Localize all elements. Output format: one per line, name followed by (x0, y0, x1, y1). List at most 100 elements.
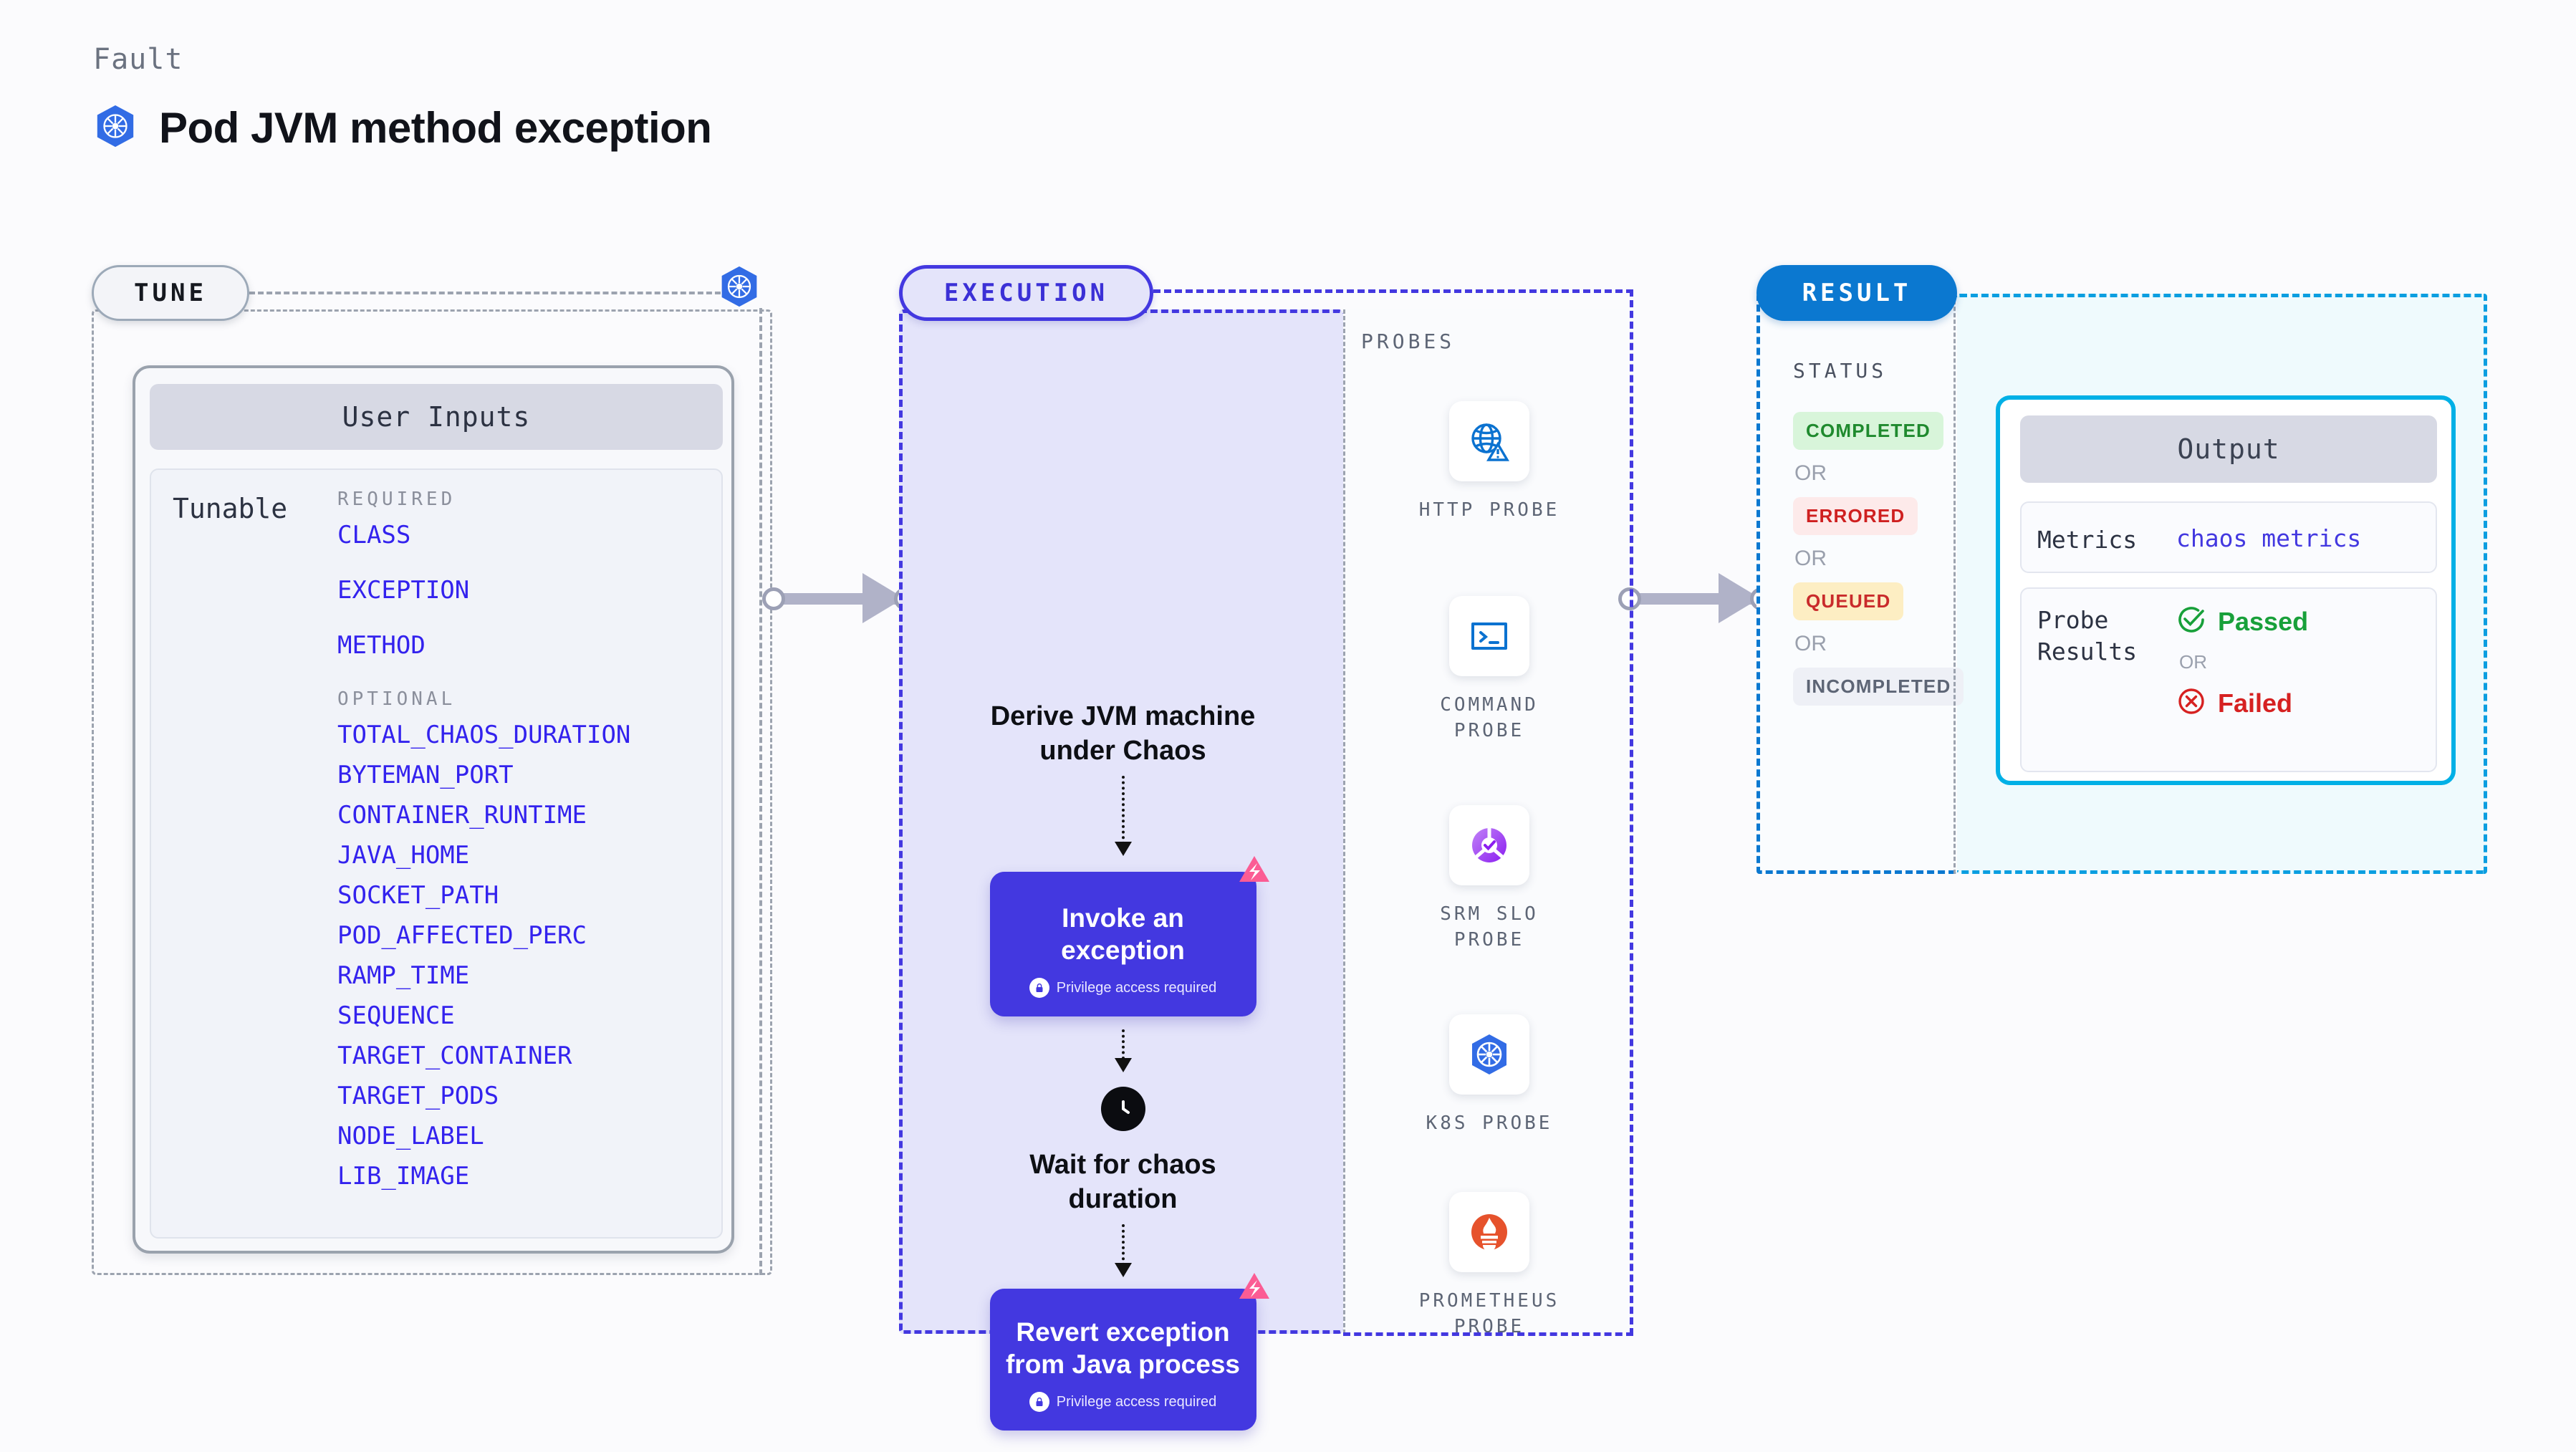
probe-label-line-1: SRM SLO (1440, 903, 1539, 925)
status-badge-incompleted: INCOMPLETED (1793, 668, 1964, 706)
flow-connector-dotted (1121, 776, 1125, 845)
execution-right-dashed-border (1630, 289, 1633, 1335)
param-container-runtime[interactable]: CONTAINER_RUNTIME (337, 801, 587, 830)
privilege-note: Privilege access required (990, 978, 1256, 999)
probe-label: HTTP PROBE (1371, 497, 1607, 523)
or-separator: OR (1794, 461, 1827, 485)
chaos-badge-icon (1236, 853, 1272, 893)
param-sequence[interactable]: SEQUENCE (337, 1001, 455, 1030)
privilege-note: Privilege access required (990, 1392, 1256, 1413)
terminal-icon (1449, 596, 1529, 676)
clock-icon (1100, 1087, 1145, 1131)
x-circle-icon (2176, 686, 2206, 720)
param-byteman-port[interactable]: BYTEMAN_PORT (337, 761, 514, 789)
metrics-value-link[interactable]: chaos metrics (2176, 524, 2362, 552)
metrics-key: Metrics (2037, 526, 2138, 554)
probe-prometheus[interactable]: PROMETHEUS PROBE (1371, 1192, 1607, 1340)
probe-label-line-1: PROMETHEUS (1418, 1290, 1560, 1312)
page-title-row: Pod JVM method exception (93, 103, 712, 153)
verdict-passed: Passed (2176, 605, 2308, 638)
probe-results-key-line-1: Probe (2037, 606, 2109, 634)
execution-panel: Derive JVM machine under Chaos Invoke an… (899, 309, 1343, 1431)
param-exception[interactable]: EXCEPTION (337, 576, 470, 605)
execution-top-dashed-border (1153, 289, 1633, 293)
output-card-title: Output (2020, 415, 2437, 483)
probe-label-line-1: K8S PROBE (1426, 1112, 1553, 1134)
execution-step-wait-for-chaos: Wait for chaos duration (903, 1148, 1343, 1216)
flow-connector-dotted (1121, 1224, 1125, 1266)
probe-label: PROMETHEUS PROBE (1371, 1288, 1607, 1340)
result-right-dashed-border (1953, 294, 1956, 874)
probe-label-line-1: COMMAND (1440, 694, 1539, 716)
param-total-chaos-duration[interactable]: TOTAL_CHAOS_DURATION (337, 721, 631, 749)
tune-right-dashed-border (759, 308, 762, 1275)
output-card: Output Metrics chaos metrics Probe Resul… (1996, 395, 2456, 785)
probes-panel: PROBES HTTP PROBE COMMA (1343, 309, 1633, 1337)
flow-arrow-right-icon (762, 573, 917, 623)
param-target-container[interactable]: TARGET_CONTAINER (337, 1042, 572, 1070)
kubernetes-icon (1449, 1014, 1529, 1095)
flow-connector-dotted (1121, 1029, 1125, 1059)
result-badge-label: RESULT (1802, 279, 1912, 307)
tune-top-dashed-connector (249, 292, 729, 294)
fault-eyebrow-label: Fault (93, 43, 183, 76)
chaos-badge-icon (1236, 1270, 1272, 1309)
step-line-2: duration (1068, 1183, 1178, 1214)
execution-bottom-dashed-border (1343, 1332, 1633, 1336)
flow-arrow-head-down (1114, 1058, 1132, 1072)
execution-step-invoke-exception[interactable]: Invoke an exception Privilege access req… (989, 856, 1269, 1017)
param-class[interactable]: CLASS (337, 521, 411, 549)
or-separator: OR (1794, 632, 1827, 655)
page-header: Fault Pod JVM method exception (93, 43, 712, 153)
tune-badge[interactable]: TUNE (92, 265, 249, 321)
step-title: Invoke an exception (1061, 903, 1185, 966)
privilege-note-text: Privilege access required (1056, 1393, 1217, 1410)
output-row-metrics: Metrics chaos metrics (2020, 501, 2437, 573)
param-java-home[interactable]: JAVA_HOME (337, 841, 470, 870)
param-node-label[interactable]: NODE_LABEL (337, 1122, 484, 1150)
required-group-label: REQUIRED (337, 489, 456, 510)
probes-title: PROBES (1361, 330, 1456, 353)
probe-label-line-1: HTTP PROBE (1418, 499, 1560, 521)
arrow-start-dot (762, 587, 785, 610)
result-badge[interactable]: RESULT (1756, 265, 1957, 321)
probe-label: SRM SLO PROBE (1371, 901, 1607, 953)
step-title-line-2: from Java process (1005, 1350, 1240, 1380)
probe-verdict-list: Passed OR Failed (2176, 605, 2308, 720)
lock-icon (1029, 1392, 1049, 1413)
probe-label-line-2: PROBE (1453, 720, 1525, 742)
status-label: STATUS (1793, 359, 1888, 383)
param-pod-affected-perc[interactable]: POD_AFFECTED_PERC (337, 921, 587, 950)
tunable-parameter-list: REQUIRED CLASS EXCEPTION METHOD OPTIONAL… (337, 489, 710, 1204)
probe-http[interactable]: HTTP PROBE (1371, 401, 1607, 523)
step-line-1: Derive JVM machine (990, 701, 1256, 731)
probe-label: COMMAND PROBE (1371, 692, 1607, 744)
probe-k8s[interactable]: K8S PROBE (1371, 1014, 1607, 1136)
verdict-failed: Failed (2176, 686, 2308, 720)
user-inputs-title: User Inputs (150, 384, 723, 450)
execution-step-derive-jvm: Derive JVM machine under Chaos (903, 700, 1343, 768)
tune-badge-label: TUNE (134, 279, 207, 307)
optional-group-label: OPTIONAL (337, 688, 456, 710)
step-line-2: under Chaos (1039, 735, 1206, 766)
or-separator: OR (2179, 651, 2207, 673)
page-title: Pod JVM method exception (159, 104, 712, 152)
flow-arrow-head-down (1114, 1263, 1132, 1277)
verdict-label: Passed (2218, 606, 2309, 636)
prometheus-icon (1449, 1192, 1529, 1272)
execution-badge[interactable]: EXECUTION (899, 265, 1153, 321)
lock-icon (1029, 978, 1049, 999)
probe-command[interactable]: COMMAND PROBE (1371, 596, 1607, 744)
param-socket-path[interactable]: SOCKET_PATH (337, 881, 499, 910)
probe-srm-slo[interactable]: SRM SLO PROBE (1371, 805, 1607, 953)
param-target-pods[interactable]: TARGET_PODS (337, 1082, 499, 1110)
param-lib-image[interactable]: LIB_IMAGE (337, 1162, 470, 1191)
param-ramp-time[interactable]: RAMP_TIME (337, 961, 470, 990)
probe-label-line-2: PROBE (1453, 1316, 1525, 1338)
probe-label: K8S PROBE (1371, 1110, 1607, 1136)
output-row-probe-results: Probe Results Passed OR (2020, 587, 2437, 772)
srm-slo-icon (1449, 805, 1529, 885)
execution-step-revert-exception[interactable]: Revert exception from Java process Privi… (989, 1273, 1269, 1431)
param-method[interactable]: METHOD (337, 631, 426, 660)
status-badge-errored: ERRORED (1793, 497, 1918, 535)
